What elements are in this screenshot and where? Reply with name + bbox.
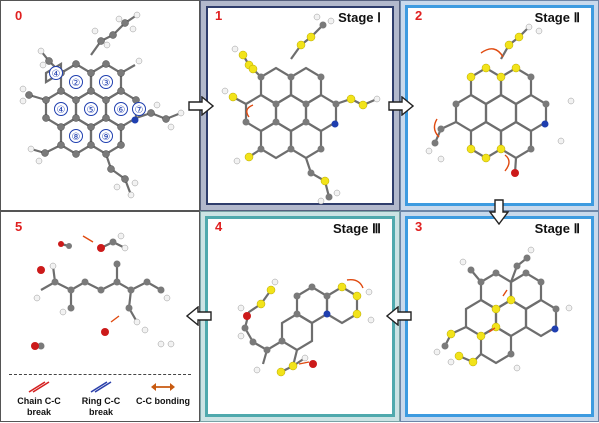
arrow-right-icon [188,96,214,116]
molecule-stage-3 [237,278,375,377]
panel-number: 4 [215,219,223,234]
ring-label: ⑨ [102,132,111,143]
stage-label: Stage Ⅲ [333,221,381,236]
molecule-stage-2b [433,246,573,372]
ring-label: ⑤ [87,105,96,116]
molecule-stage-1 [221,13,381,205]
panel-number: 1 [215,8,223,23]
panel-3: 3 Stage Ⅱ [400,211,599,422]
legend-divider [9,374,191,375]
stage-label: Stage Ⅱ [534,221,580,236]
panel-1: 1 Stage Ⅰ [200,0,400,211]
panel-2: 2 Stage Ⅱ [400,0,599,211]
legend-label: Chain C-C break [17,396,61,417]
panel-number: 0 [15,8,23,23]
arrow-right-icon [388,96,414,116]
ring-label: ② [72,78,81,89]
molecule-initial: ② ③ ④ ⑤ ⑥ ⑦ ⑧ ⑨ ④ [19,11,185,199]
blue-double-line-icon [90,381,112,393]
panel-number: 2 [415,8,423,23]
legend-ring-break: Ring C-C break [71,380,131,418]
double-arrow-icon [151,383,175,391]
arrow-left-icon [386,306,412,326]
ring-label: ⑧ [72,132,81,143]
panel-0: 0 [0,0,200,211]
red-double-line-icon [28,381,50,393]
panel-number: 5 [15,219,23,234]
ring-label: ④ [57,105,66,116]
legend-label: Ring C-C break [81,396,121,417]
molecule-stage-2a [425,23,575,177]
legend-label: C-C bonding [136,396,190,406]
panel-5: 5 Chain C-C break Ring C-C break [0,211,200,422]
molecule-fragments [31,232,175,350]
panel-number: 3 [415,219,423,234]
ring-label: ⑥ [117,105,126,116]
arrow-left-icon [186,306,212,326]
legend-bonding: C-C bonding [133,380,193,407]
ring-label: ⑦ [135,105,144,116]
ring-label: ④ [52,69,61,80]
stage-label: Stage Ⅱ [534,10,580,25]
stage-label: Stage Ⅰ [338,10,381,25]
legend-chain-break: Chain C-C break [9,380,69,418]
panel-4: 4 Stage Ⅲ [200,211,400,422]
ring-label: ③ [102,78,111,89]
arrow-down-icon [489,199,509,225]
